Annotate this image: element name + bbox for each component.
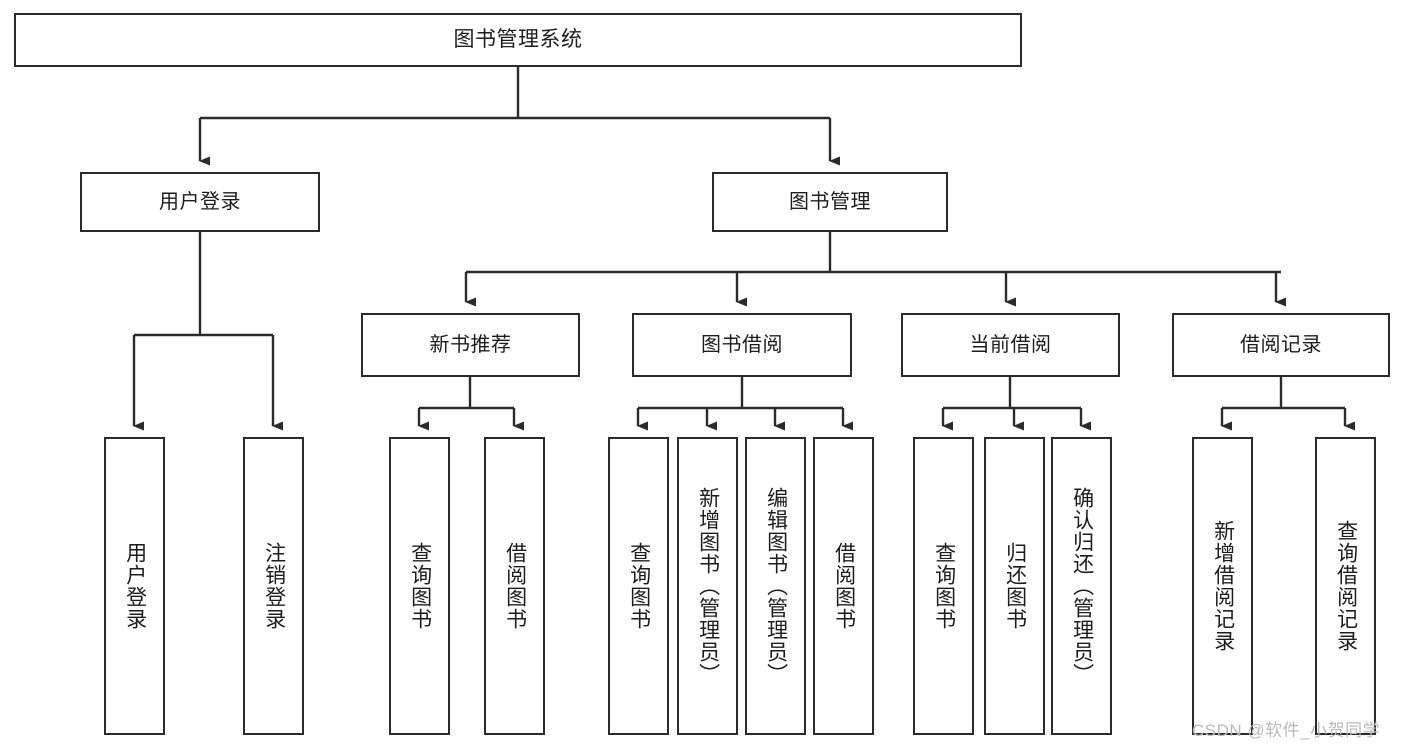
leaf-node-inner: 注销登录 <box>245 439 302 733</box>
leaf-node-return-book[interactable]: 归还图书 <box>984 437 1045 735</box>
leaf-node-edit-book[interactable]: 编辑图书（管理员） <box>745 437 806 735</box>
leaf-node-inner: 查询图书 <box>915 439 972 733</box>
node-book-borrow[interactable]: 图书借阅 <box>632 313 852 377</box>
leaf-node-inner: 新增借阅记录 <box>1194 439 1251 733</box>
node-new-book-recommend[interactable]: 新书推荐 <box>361 313 580 377</box>
node-current-borrow[interactable]: 当前借阅 <box>901 313 1120 377</box>
leaf-node-inner: 编辑图书（管理员） <box>747 439 804 733</box>
leaf-node-label: 查询借阅记录 <box>1334 520 1358 652</box>
node-root-label: 图书管理系统 <box>453 28 583 52</box>
node-book-borrow-label: 图书借阅 <box>701 334 783 356</box>
leaf-node-inner: 用户登录 <box>106 439 163 733</box>
leaf-node-label: 注销登录 <box>262 542 286 630</box>
leaf-node-label: 新增图书（管理员） <box>696 487 720 685</box>
leaf-node-query-book-rec[interactable]: 查询图书 <box>389 437 450 735</box>
node-new-book-recommend-label: 新书推荐 <box>429 334 512 356</box>
leaf-node-add-record[interactable]: 新增借阅记录 <box>1192 437 1253 735</box>
leaf-node-label: 编辑图书（管理员） <box>764 487 788 685</box>
leaf-node-label: 新增借阅记录 <box>1211 520 1235 652</box>
node-user-login-label: 用户登录 <box>159 191 241 213</box>
leaf-node-borrow-book[interactable]: 借阅图书 <box>813 437 874 735</box>
leaf-node-label: 查询图书 <box>932 542 956 630</box>
leaf-node-label: 借阅图书 <box>832 542 856 630</box>
node-book-manage[interactable]: 图书管理 <box>712 172 948 232</box>
leaf-node-label: 借阅图书 <box>503 542 527 630</box>
leaf-node-label: 用户登录 <box>123 542 147 630</box>
leaf-node-query-book-cur[interactable]: 查询图书 <box>913 437 974 735</box>
leaf-node-user-logout[interactable]: 注销登录 <box>243 437 304 735</box>
node-book-manage-label: 图书管理 <box>789 191 871 213</box>
leaf-node-inner: 查询借阅记录 <box>1317 439 1374 733</box>
leaf-node-inner: 查询图书 <box>610 439 667 733</box>
leaf-node-label: 查询图书 <box>627 542 651 630</box>
leaf-node-borrow-book-rec[interactable]: 借阅图书 <box>484 437 545 735</box>
leaf-node-inner: 归还图书 <box>986 439 1043 733</box>
leaf-node-label: 归还图书 <box>1003 542 1027 630</box>
leaf-node-inner: 借阅图书 <box>486 439 543 733</box>
node-borrow-record[interactable]: 借阅记录 <box>1172 313 1390 377</box>
leaf-node-inner: 查询图书 <box>391 439 448 733</box>
node-borrow-record-label: 借阅记录 <box>1240 334 1322 356</box>
leaf-node-label: 确认归还（管理员） <box>1070 487 1094 685</box>
leaf-node-confirm-return[interactable]: 确认归还（管理员） <box>1051 437 1112 735</box>
leaf-node-label: 查询图书 <box>408 542 432 630</box>
leaf-node-user-login[interactable]: 用户登录 <box>104 437 165 735</box>
node-user-login[interactable]: 用户登录 <box>80 172 320 232</box>
node-current-borrow-label: 当前借阅 <box>969 334 1052 356</box>
leaf-node-inner: 借阅图书 <box>815 439 872 733</box>
leaf-node-query-record[interactable]: 查询借阅记录 <box>1315 437 1376 735</box>
node-root-system[interactable]: 图书管理系统 <box>14 13 1022 67</box>
leaf-node-inner: 确认归还（管理员） <box>1053 439 1110 733</box>
leaf-node-inner: 新增图书（管理员） <box>679 439 736 733</box>
leaf-node-query-book-borrow[interactable]: 查询图书 <box>608 437 669 735</box>
leaf-node-add-book[interactable]: 新增图书（管理员） <box>677 437 738 735</box>
